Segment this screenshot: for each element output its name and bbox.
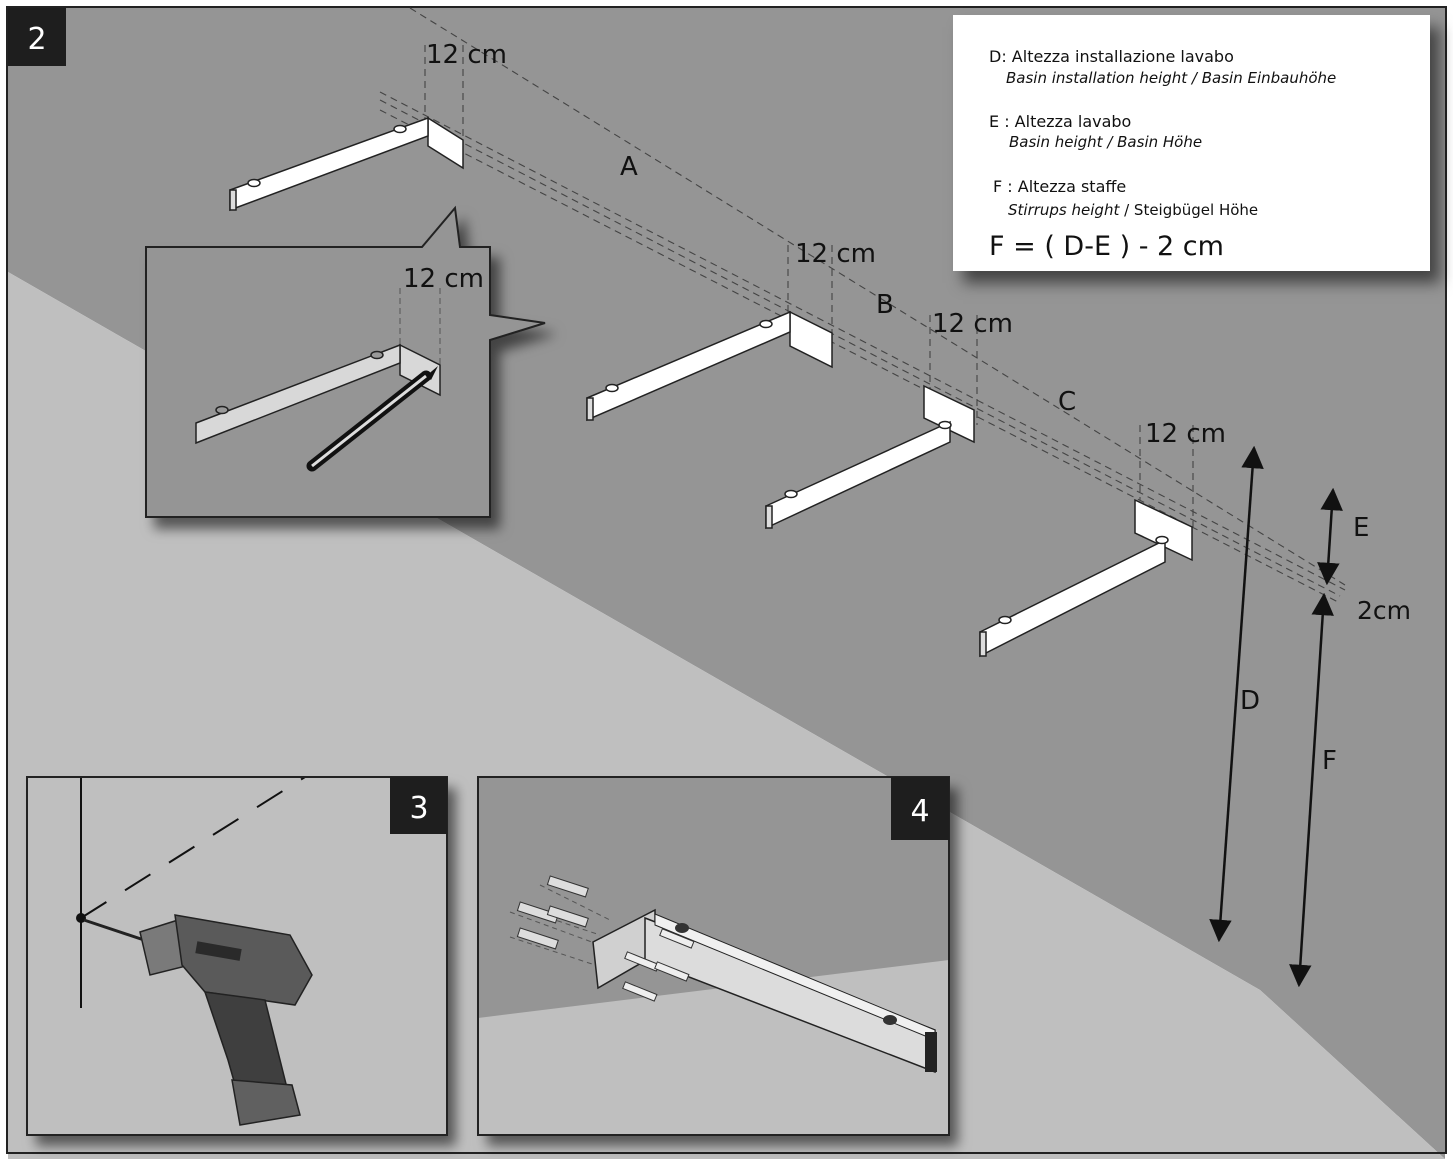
legend-f-title: F : Altezza staffe [993, 177, 1127, 196]
distance-label: 12 cm [403, 264, 484, 294]
step-number-4: 4 [910, 794, 929, 829]
legend-panel: D: Altezza installazione lavabo Basin in… [953, 15, 1430, 271]
wall-bracket [979, 498, 1193, 658]
drill-icon [83, 914, 313, 1126]
height-label-d: D [1240, 686, 1260, 716]
marking-inset: 12 cm [145, 205, 546, 518]
wall-bracket [195, 343, 441, 445]
gap-label: 2cm [1357, 596, 1411, 625]
drilling-inset: 3 [26, 776, 448, 1136]
step-number-3: 3 [409, 791, 428, 826]
height-label-f: F [1322, 746, 1337, 776]
screw-icon [622, 928, 695, 1002]
legend-f-subtitle: Stirrups height / Steigbügel Höhe [1008, 201, 1258, 219]
step-badge-3 [390, 777, 447, 834]
wall-bracket [229, 116, 464, 212]
segment-label-b: B [876, 290, 894, 320]
distance-label: 12 cm [426, 40, 507, 70]
legend-formula: F = ( D-E ) - 2 cm [989, 231, 1224, 262]
legend-d-title: D: Altezza installazione lavabo [989, 47, 1234, 66]
legend-f-subtitle-rest: / Steigbügel Höhe [1119, 201, 1259, 219]
legend-d-subtitle: Basin installation height / Basin Einbau… [1006, 69, 1337, 87]
height-arrows [1209, 445, 1343, 988]
legend-e-subtitle: Basin height / Basin Höhe [1009, 133, 1203, 151]
reference-lines [379, 7, 1346, 604]
segment-label-a: A [620, 152, 638, 182]
step-number-2: 2 [27, 22, 46, 57]
step-badge-2 [8, 8, 66, 66]
distance-label: 12 cm [932, 309, 1013, 339]
wall-bracket [586, 310, 833, 422]
pencil-icon [306, 366, 438, 472]
distance-label: 12 cm [1145, 419, 1226, 449]
wall-bracket [765, 384, 975, 530]
legend-f-subtitle-italic: Stirrups height [1008, 201, 1120, 219]
height-label-e: E [1353, 513, 1369, 543]
distance-label: 12 cm [795, 239, 876, 269]
legend-e-title: E : Altezza lavabo [989, 112, 1132, 131]
step-badge-4 [891, 777, 949, 840]
wall-anchor-icon [516, 875, 589, 950]
segment-label-c: C [1058, 387, 1076, 417]
fixing-inset: 4 [477, 776, 950, 1136]
